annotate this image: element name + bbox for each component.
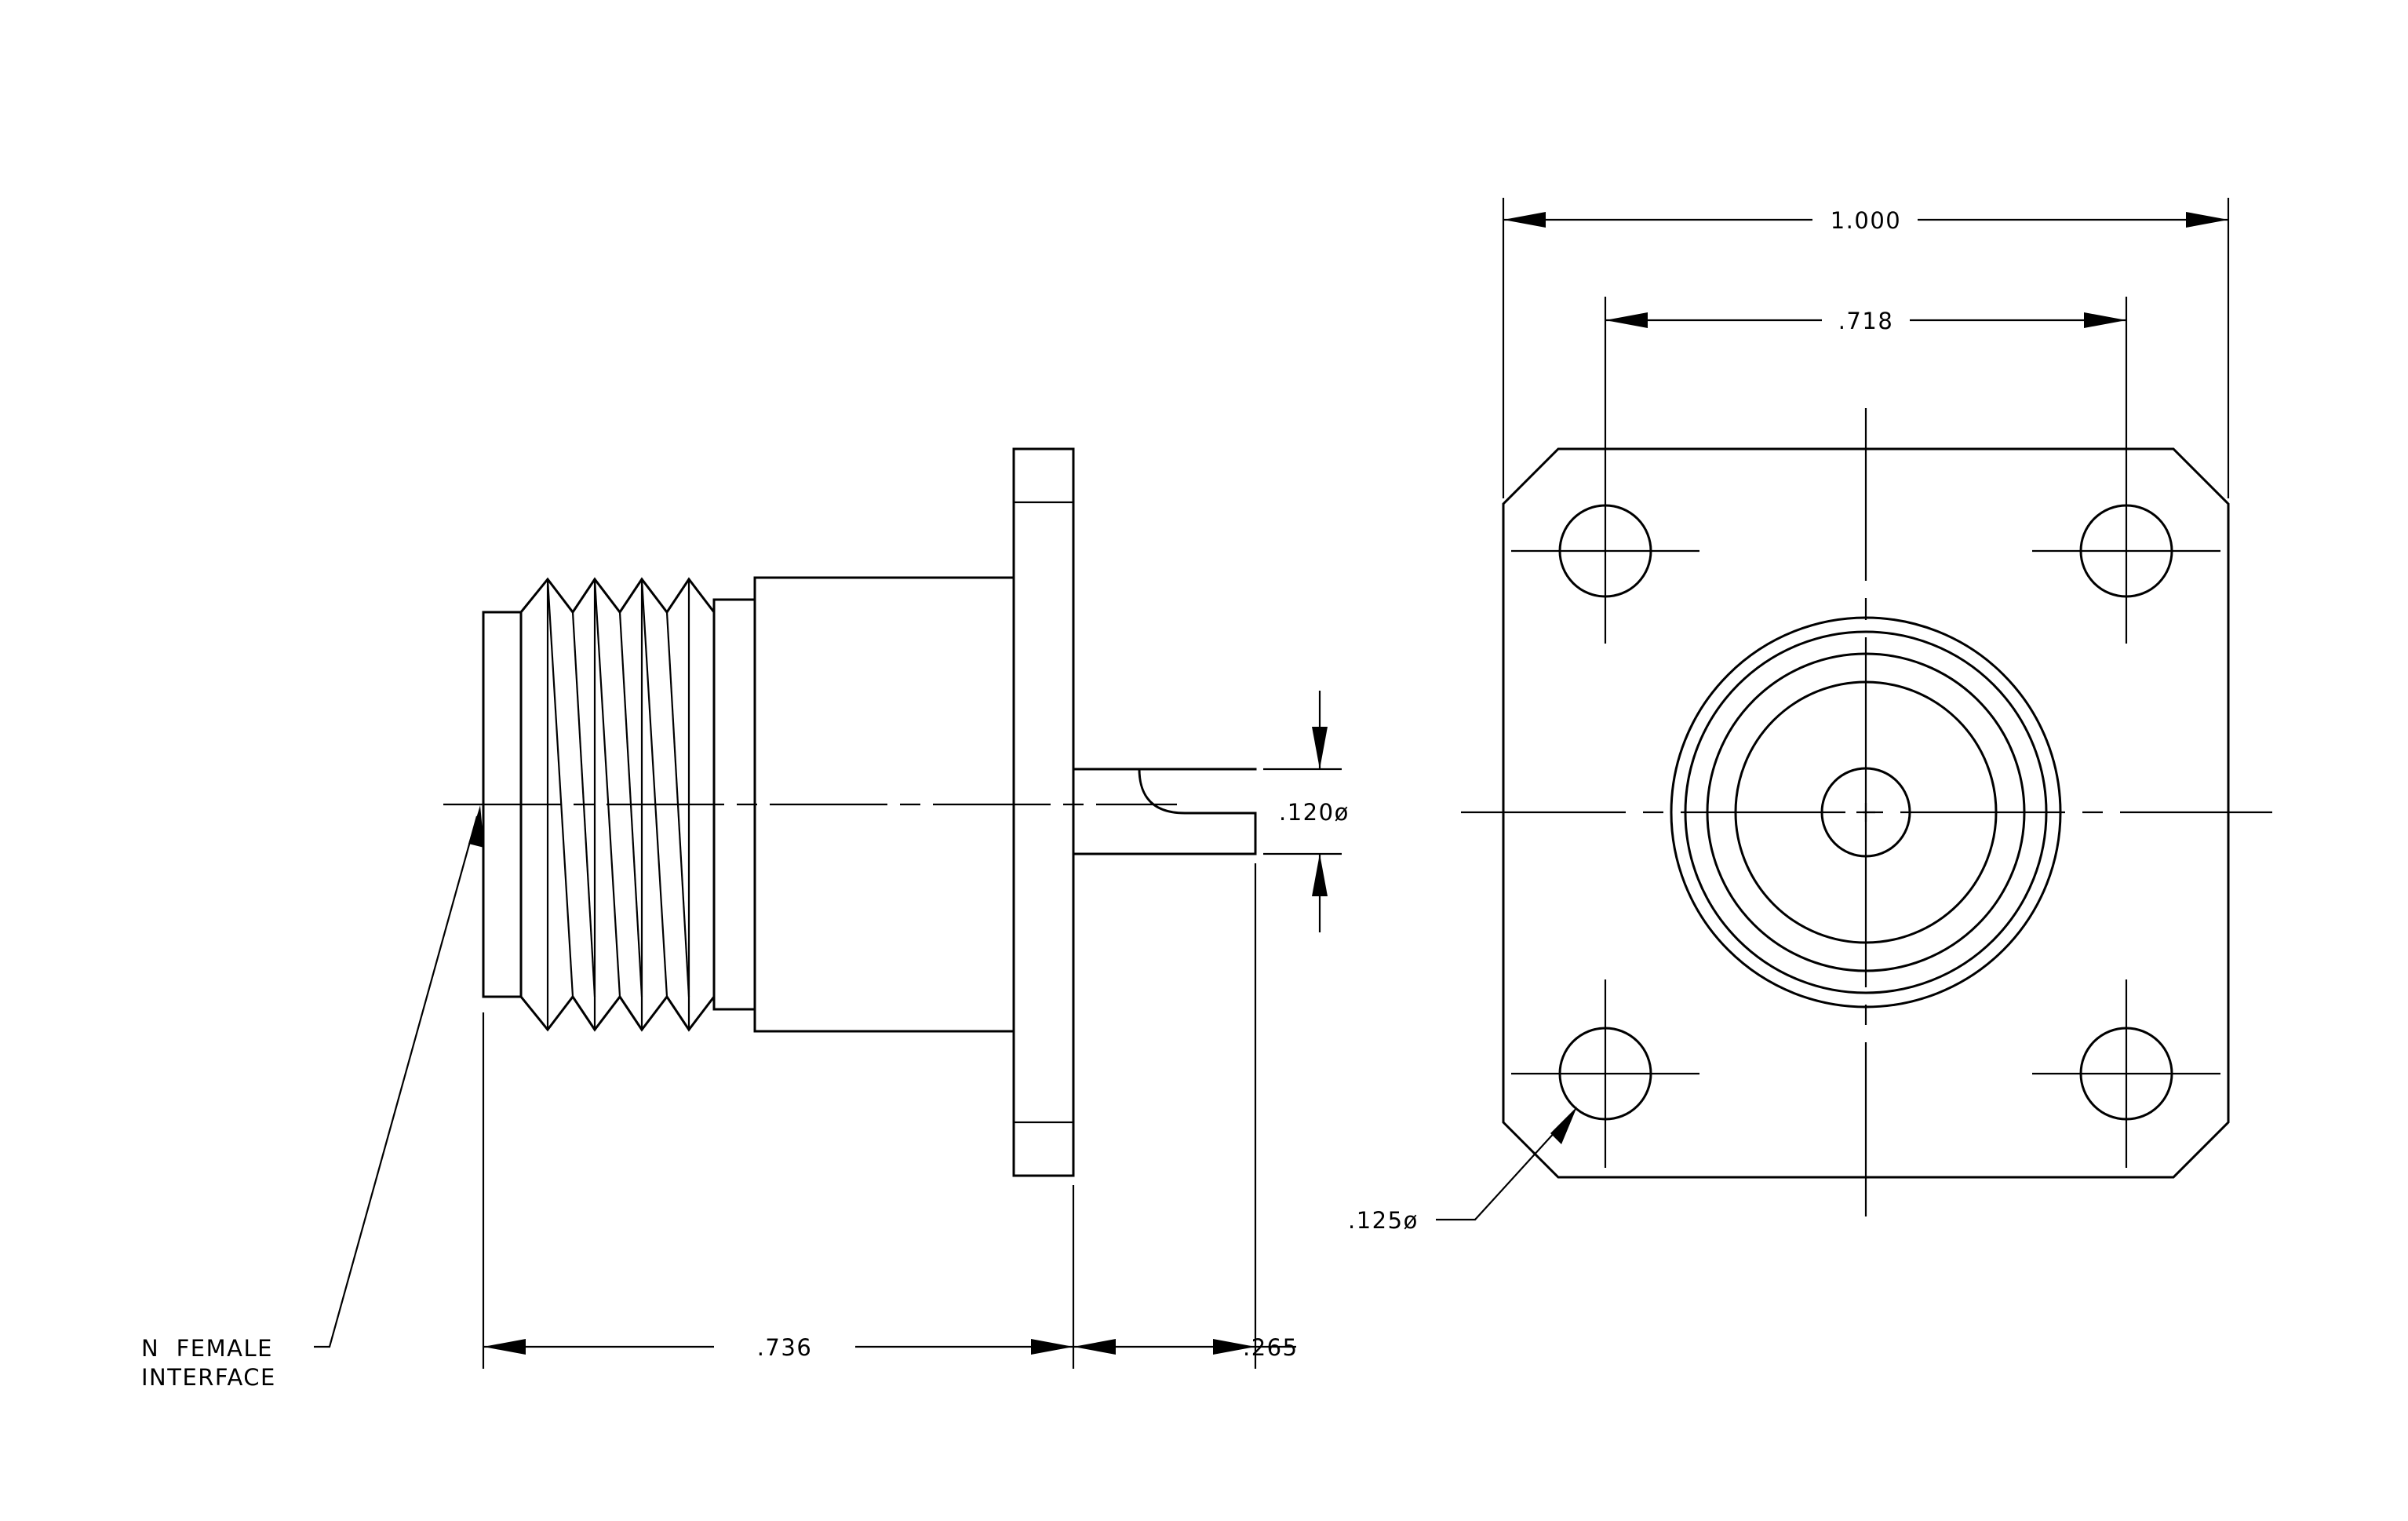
interface-label-line1: N FEMALE: [141, 1335, 273, 1362]
center-contact: [1820, 767, 1911, 858]
side-dimensions: [314, 691, 1342, 1369]
interface-label-line2: INTERFACE: [141, 1364, 276, 1391]
mounting-hole-top-left: [1511, 451, 1699, 644]
dim-pin-diameter: .120ø: [1279, 799, 1350, 826]
dim-hole-diameter: .125ø: [1348, 1207, 1419, 1234]
dim-body-length: .736: [757, 1334, 813, 1361]
ring-2: [1684, 630, 2048, 994]
side-view: [443, 447, 1257, 1177]
dim-overall-width: 1.000: [1831, 207, 1902, 234]
outer-ring: [1670, 616, 2062, 1009]
flange: [1012, 447, 1075, 1177]
front-dimensions: [1436, 198, 2230, 1221]
dim-pin-length: .265: [1243, 1334, 1299, 1361]
mounting-hole-bottom-right: [2032, 979, 2220, 1168]
rear-pin: [1072, 768, 1257, 855]
dim-hole-spacing: .718: [1838, 308, 1894, 334]
ring-4: [1734, 680, 1998, 944]
flange-plate: [1502, 447, 2230, 1179]
mounting-hole-top-right: [2032, 451, 2220, 644]
ring-3: [1706, 652, 2026, 972]
mounting-hole-bottom-left: [1511, 979, 1699, 1168]
front-view: [1461, 408, 2272, 1216]
